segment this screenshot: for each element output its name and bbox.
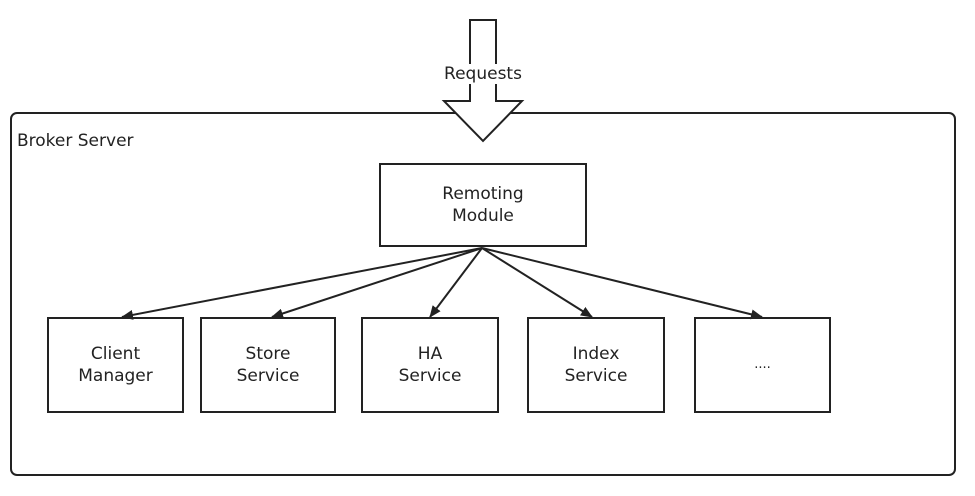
store-service-label: Store Service [201, 318, 335, 412]
client-manager-line1: Client [90, 344, 141, 364]
broker-server-label: Broker Server [17, 131, 134, 151]
arrow-to-ha-service [429, 247, 483, 318]
store-service-box [200, 317, 336, 413]
store-service-line2: Service [236, 366, 300, 386]
index-service-line1: Index [572, 344, 620, 364]
remoting-module-line2: Module [452, 206, 514, 226]
index-service-line2: Service [564, 366, 628, 386]
arrow-to-store-service [271, 247, 483, 319]
index-service-box [527, 317, 665, 413]
index-service-label: Index Service [528, 318, 664, 412]
arrow-to-client-manager [121, 247, 483, 320]
ha-service-line1: HA [417, 344, 443, 364]
ellipsis-label: .... [695, 318, 830, 412]
client-manager-label: Client Manager [48, 318, 183, 412]
remoting-module-line1: Remoting [442, 184, 524, 204]
ha-service-box [361, 317, 499, 413]
ha-service-label: HA Service [362, 318, 498, 412]
remoting-module-box [379, 163, 587, 247]
ellipsis-text: .... [754, 357, 771, 372]
arrow-to-index-service [481, 247, 593, 318]
arrow-to-ellipsis [481, 247, 763, 320]
client-manager-box [47, 317, 184, 413]
ha-service-line2: Service [398, 366, 462, 386]
requests-label: Requests [423, 64, 543, 84]
store-service-line1: Store [245, 344, 291, 364]
remoting-module-label: Remoting Module [380, 164, 586, 246]
client-manager-line2: Manager [78, 366, 153, 386]
